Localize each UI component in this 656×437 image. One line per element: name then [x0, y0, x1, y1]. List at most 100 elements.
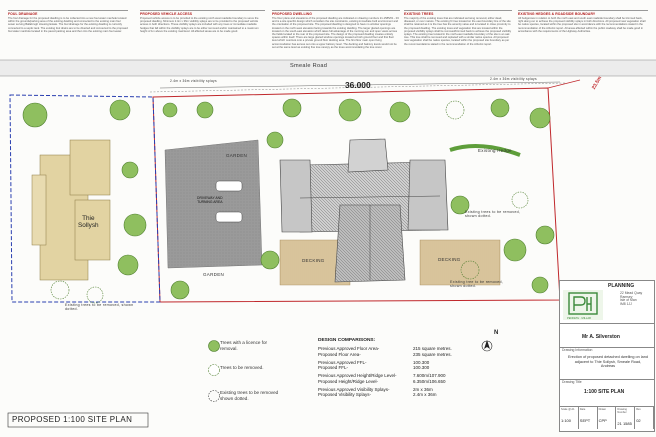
design-comparisons: DESIGN COMPARISONS: Previous Approved Fl…	[318, 338, 468, 398]
cell-label: Drawing Number	[617, 408, 627, 414]
comparison-row: Previous Approved Floor Area- 215 square …	[318, 346, 468, 352]
notes-hedges-boundary: EXISTING HEDGES & ROADSIDE BOUNDARY All …	[518, 10, 648, 53]
cell-value: 21 1585	[617, 421, 632, 426]
comparison-label: Previous Approved FFL-	[318, 359, 367, 365]
proposed-dwelling	[279, 138, 449, 283]
existing-hedge	[449, 144, 521, 157]
driveway-label: DRIVEWAY AND TURNING AREA	[197, 196, 223, 204]
car-1	[215, 180, 243, 192]
titleblock-cell: Scale @ A1 1:100	[560, 407, 579, 429]
drawing-title-label: Drawing Title	[562, 380, 582, 384]
drawing-description: Erection of proposed detached dwelling o…	[568, 355, 649, 369]
note-title: PROPOSED DWELLING	[272, 12, 312, 16]
decking-right-label: DECKING	[438, 257, 461, 262]
legend-item: Trees to be removed.	[220, 365, 264, 370]
company-name: PENKETH · MILLAR	[567, 317, 591, 320]
north-arrow	[481, 340, 493, 352]
comparison-row: Proposed FFL- 100.300	[318, 365, 468, 371]
splay-left-label: 2.4m x 36m visibility splays	[170, 79, 217, 83]
legend-item: Existing trees to be removed shown dotte…	[220, 390, 279, 401]
notes-proposed-dwelling: PROPOSED DWELLING The floor plans and el…	[272, 10, 400, 53]
note-text: All hedgerows in relation to both the no…	[518, 17, 646, 33]
cell-label: Drawn	[598, 408, 607, 411]
description-label: Drawing Information	[562, 348, 593, 352]
decking-left-label: DECKING	[302, 258, 325, 263]
comparison-row: Previous Approved FFL- 100.300	[318, 360, 468, 366]
note-text: The majority of the existing trees that …	[404, 17, 512, 46]
titleblock-cell: Rev 02	[635, 407, 654, 429]
trees-removed-label-3: Existing trees to be removed, shown dott…	[465, 210, 521, 218]
comparison-value: 6.350m/106.650	[413, 378, 446, 384]
comparison-value: 215 square metres.	[413, 346, 452, 351]
cell-value: 02	[636, 418, 641, 423]
drawing-title: 1:100 SITE PLAN	[584, 389, 625, 395]
titleblock-cell: Drawing Number 21 1585	[616, 407, 636, 429]
existing-hedge-label: Existing Hedge	[478, 148, 512, 153]
comparison-value: 100.300	[413, 359, 430, 365]
comparison-label: Proposed Visibility Splays-	[318, 392, 371, 398]
tree-removed-icon	[208, 364, 220, 376]
legend-item: Trees with a licence for removal.	[220, 340, 268, 351]
comparison-value: 7.600m/107.900	[413, 373, 446, 379]
cell-label: Rev	[636, 408, 641, 411]
comparison-row: Proposed Height/Ridge Level- 6.350m/106.6…	[318, 379, 468, 385]
note-title: EXISTING HEDGES & ROADSIDE BOUNDARY	[518, 12, 596, 16]
existing-house-label: Thie Sollysh	[78, 215, 99, 229]
notes-existing-trees: EXISTING TREES The majority of the exist…	[404, 10, 512, 53]
comparison-value: 2.4m x 36m	[413, 392, 437, 398]
comparison-label: Previous Approved Floor Area-	[318, 346, 380, 351]
cell-value: 1:100	[561, 418, 572, 423]
car-2	[215, 211, 243, 223]
comparison-row: Proposed Visibility Splays- 2.4m x 36m	[318, 392, 468, 398]
cell-label: Date	[579, 408, 586, 411]
splay-right-label: 2.4m x 36m visibility splays	[490, 77, 537, 81]
cell-label: Scale @ A1	[561, 408, 575, 411]
road-label: Smeale Road	[290, 63, 328, 69]
company-logo: PENKETH · MILLAR	[563, 290, 603, 320]
trees-removed-label-1: Existing trees to be removed, shown dott…	[65, 303, 134, 311]
comparison-value: 235 square metres.	[413, 351, 452, 357]
comparisons-title: DESIGN COMPARISONS:	[318, 338, 376, 343]
comparison-label: Proposed Floor Area-	[318, 351, 361, 357]
note-title: PROPOSED VEHICLE ACCESS	[140, 12, 193, 16]
tree-existing-icon	[208, 390, 220, 402]
site-boundary-blue	[9, 94, 161, 303]
plan-title: PROPOSED 1:100 SITE PLAN	[12, 415, 133, 424]
cell-value: CPP	[598, 418, 607, 423]
comparison-row: Previous Approved Visibility Splays- 2m x…	[318, 387, 468, 393]
dimension-label: 36.000	[345, 80, 371, 90]
note-text: Proposed vehicle access is to be provide…	[140, 17, 259, 33]
comparison-value: 2m x 36m	[413, 386, 433, 392]
comparison-value: 100.300	[413, 365, 430, 371]
trees-to-remove	[50, 100, 529, 304]
comparison-label: Previous Approved Height/Ridge Level-	[318, 373, 397, 379]
note-title: FOUL DRAINAGE	[8, 12, 38, 16]
notes-vehicle-access: PROPOSED VEHICLE ACCESS Proposed vehicle…	[140, 10, 265, 53]
road	[0, 60, 656, 76]
cell-value: SEPT	[579, 418, 591, 423]
title-block-heading: PLANNING	[608, 283, 635, 289]
note-text: The foul drainage for the proposed dwell…	[8, 17, 128, 33]
title-block: PLANNING PENKETH · MILLAR 22 Mead Quay R…	[559, 280, 655, 432]
comparison-label: Proposed Height/Ridge Level-	[318, 378, 379, 384]
comparison-row: Previous Approved Height/Ridge Level- 7.6…	[318, 373, 468, 379]
trees	[22, 98, 555, 300]
tree-licence-icon	[208, 340, 220, 352]
notes-foul-drainage: FOUL DRAINAGE The foul drainage for the …	[8, 10, 128, 53]
existing-house	[31, 139, 111, 281]
comparison-row: Proposed Floor Area- 235 square metres.	[318, 352, 468, 358]
note-title: EXISTING TREES	[404, 12, 434, 16]
logo-icon	[568, 292, 598, 315]
note-text: The floor plans and elevations of the pr…	[272, 17, 399, 49]
company-address: 22 Mead Quay Ramsey Isle of Man IM8 1JJ	[620, 291, 643, 306]
trees-removed-label-2: Existing tree to be removed, shown dotte…	[450, 280, 504, 288]
comparison-label: Proposed FFL-	[318, 365, 349, 371]
client-name: Mr A. Silverston	[582, 334, 620, 340]
garden-bottom-label: GARDEN	[203, 272, 225, 277]
comparison-label: Previous Approved Visibility Splays-	[318, 386, 390, 392]
north-label: N	[494, 330, 499, 336]
